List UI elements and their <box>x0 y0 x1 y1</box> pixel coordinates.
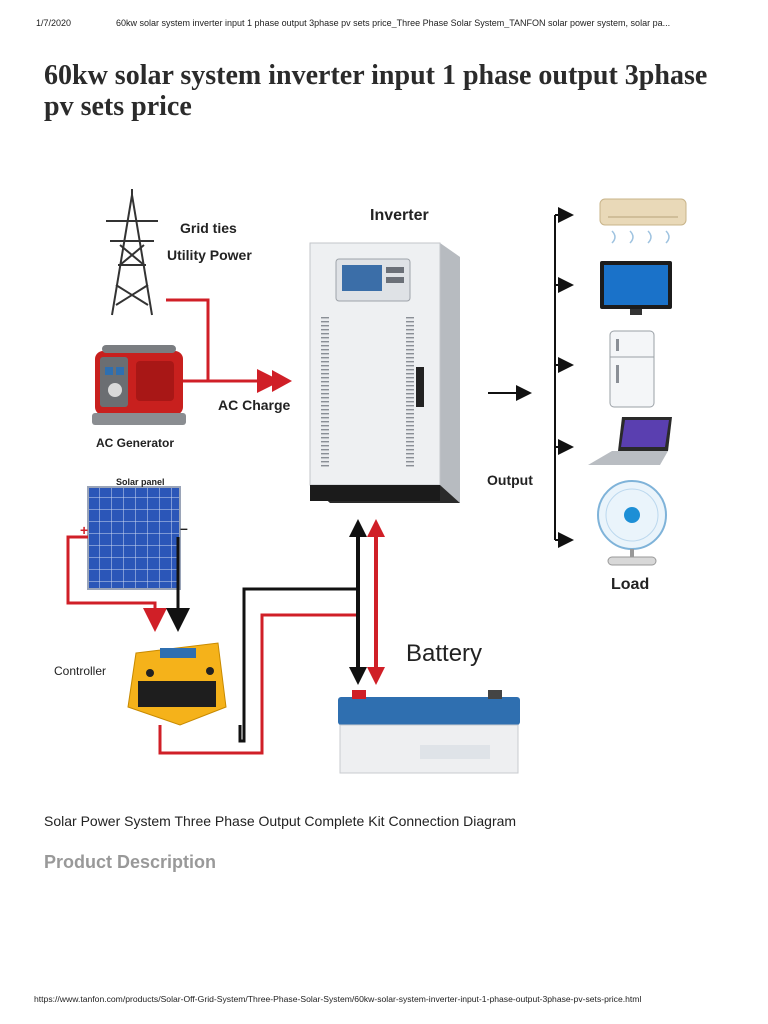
solar-panel-icon <box>87 486 181 590</box>
ac-charge-arrow <box>272 370 292 392</box>
minus-label: – <box>180 520 188 536</box>
print-page-title: 60kw solar system inverter input 1 phase… <box>116 18 671 28</box>
battery-icon <box>338 690 520 774</box>
refrigerator-icon <box>609 330 655 408</box>
inverter-up-arrow-black <box>349 519 367 537</box>
image-caption: Solar Power System Three Phase Output Co… <box>44 813 517 829</box>
charge-controller-icon <box>127 642 227 726</box>
panel-controller-wires <box>66 535 190 632</box>
connection-diagram-svg: Grid ties Utility Power Inverter AC Char… <box>54 189 687 774</box>
utility-power-wire <box>166 298 281 393</box>
inverter-label: Inverter <box>370 207 429 224</box>
battery-down-arrow-black <box>349 667 367 685</box>
ac-generator-icon <box>92 345 186 425</box>
load-label: Load <box>611 576 649 593</box>
print-date: 1/7/2020 <box>36 18 72 28</box>
solar-panel-label: Solar panel <box>116 477 165 487</box>
battery-label: Battery <box>406 640 482 667</box>
utility-power-label: Utility Power <box>167 247 252 263</box>
inverter-up-arrow-red <box>367 519 385 537</box>
print-footer-url: https://www.tanfon.com/products/Solar-Of… <box>34 994 642 1004</box>
connection-diagram: Grid ties Utility Power Inverter AC Char… <box>40 185 740 785</box>
inverter-cabinet-icon <box>309 242 460 503</box>
product-description-heading: Product Description <box>44 852 217 872</box>
output-label: Output <box>487 472 533 488</box>
plus-label: + <box>80 522 88 538</box>
laptop-icon <box>588 417 672 465</box>
air-conditioner-icon <box>599 198 687 244</box>
television-icon <box>600 261 672 315</box>
battery-down-arrow-red <box>367 667 385 685</box>
controller-battery-wires <box>158 587 358 755</box>
grid-ties-label: Grid ties <box>180 220 237 236</box>
battery-inverter-wires <box>356 525 378 679</box>
fan-icon <box>597 480 667 566</box>
ac-charge-label: AC Charge <box>218 397 291 413</box>
ac-generator-label: AC Generator <box>96 436 174 450</box>
controller-label: Controller <box>54 664 106 678</box>
load-distribution-bus <box>554 207 574 548</box>
page-title: 60kw solar system inverter input 1 phase… <box>44 60 708 122</box>
transmission-tower-icon <box>106 189 158 316</box>
